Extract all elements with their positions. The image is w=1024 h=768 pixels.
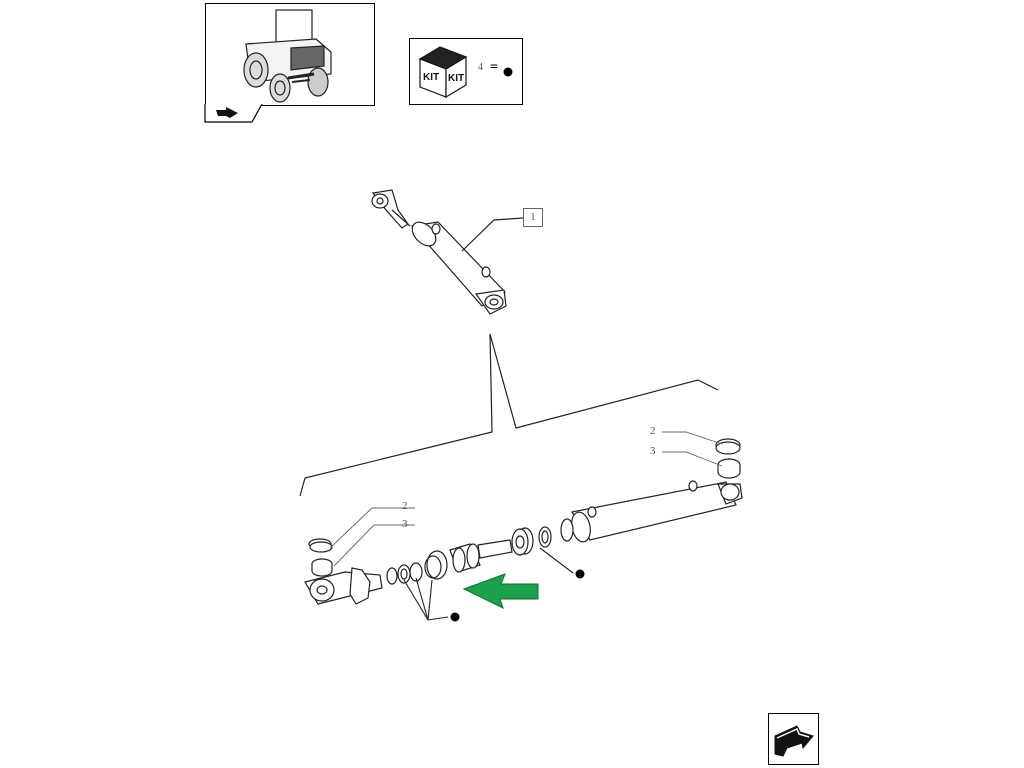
part-ref-box[interactable]: 1 (523, 208, 543, 227)
back-arrow-icon[interactable] (216, 107, 238, 118)
callout-right-bushing[interactable]: 3 (650, 445, 656, 457)
kit-label-right: KIT (448, 73, 464, 84)
tractor-icon (243, 9, 332, 103)
piston-rod (449, 539, 513, 573)
kit-box-icon: KIT KIT (418, 46, 468, 99)
tractor-thumbnail (205, 3, 375, 106)
piston-seal-group-left (386, 550, 448, 585)
kit-item-ref: 4 (478, 62, 483, 73)
kit-equals-sign: = (490, 60, 498, 75)
kit-panel: KIT KIT (409, 38, 523, 105)
rod-end-eye (304, 567, 383, 605)
callout-left-circlip[interactable]: 2 (402, 500, 408, 512)
piston-seal-group-right (511, 526, 552, 556)
next-page-arrow-icon (774, 725, 814, 757)
assembly-direction-arrow-icon (462, 573, 539, 609)
right-bushing (717, 458, 741, 479)
kit-dot-left (450, 612, 460, 622)
callout-right-circlip[interactable]: 2 (650, 425, 656, 437)
next-page-button[interactable] (768, 713, 819, 765)
left-bushing (311, 558, 333, 577)
left-circlip (308, 538, 333, 553)
callout-left-bushing[interactable]: 3 (402, 518, 408, 530)
right-circlip (715, 438, 741, 455)
kit-label-left: KIT (423, 72, 439, 83)
cylinder-barrel (560, 480, 743, 543)
assembled-cylinder (371, 189, 507, 315)
kit-dot-right (575, 569, 585, 579)
